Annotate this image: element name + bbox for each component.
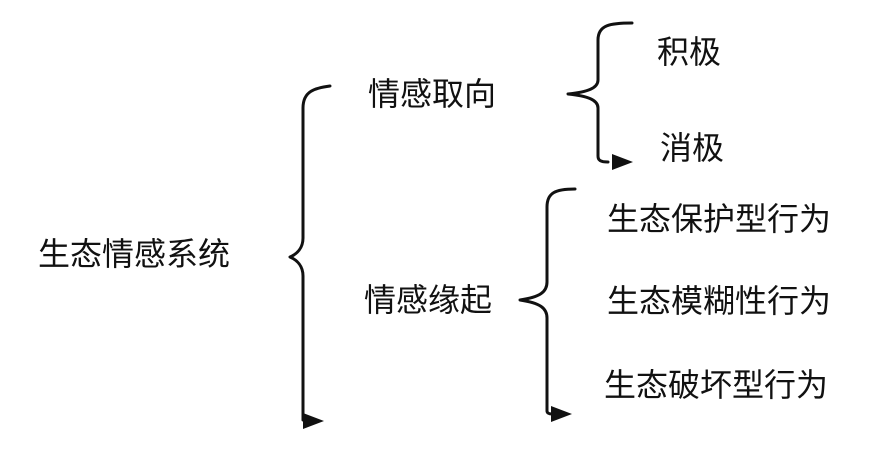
branch-orientation-label: 情感取向 <box>368 75 497 113</box>
branch-origin-label: 情感缘起 <box>364 281 493 319</box>
origin-brace <box>518 187 577 416</box>
main-brace <box>288 84 332 422</box>
orientation-positive-label: 积极 <box>657 33 722 71</box>
origin-protective-behavior-label: 生态保护型行为 <box>607 200 832 238</box>
origin-destructive-behavior-label: 生态破坏型行为 <box>604 366 829 404</box>
orientation-brace-arrow <box>612 154 633 170</box>
origin-brace-arrow <box>551 406 572 422</box>
orientation-negative-label: 消极 <box>660 129 725 167</box>
orientation-brace <box>566 21 634 164</box>
origin-ambiguous-behavior-label: 生态模糊性行为 <box>607 282 832 320</box>
main-brace-arrow <box>303 413 324 429</box>
root-node-label: 生态情感系统 <box>38 235 231 273</box>
